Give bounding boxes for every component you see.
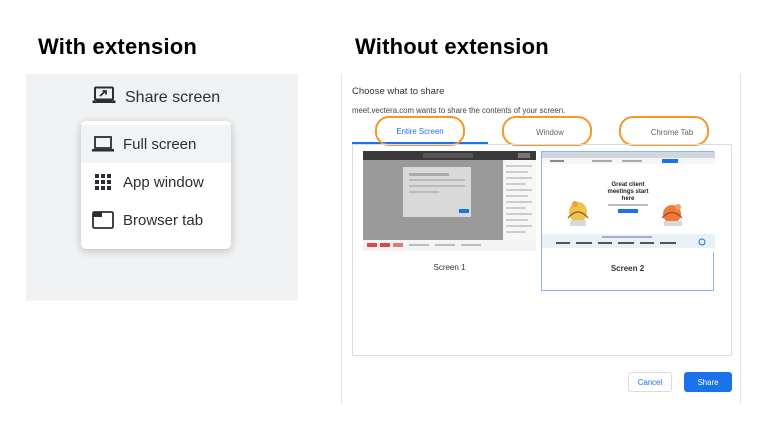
- screen-1-label: Screen 1: [433, 263, 466, 272]
- svg-text:meetings start: meetings start: [607, 189, 648, 195]
- grid-icon: [92, 173, 114, 191]
- tab-entire-screen[interactable]: Entire Screen: [352, 120, 488, 144]
- menu-item-browser-tab[interactable]: Browser tab: [81, 201, 231, 239]
- screen-share-icon: [92, 86, 116, 109]
- svg-text:here: here: [622, 196, 635, 202]
- screen-1-preview: [363, 151, 536, 251]
- with-extension-heading: With extension: [38, 34, 198, 59]
- laptop-icon: [92, 135, 114, 153]
- share-menu: Full screen App window Browser tab: [81, 121, 231, 249]
- screen-2-preview: Great client meetings start here: [542, 152, 715, 252]
- share-screen-label: Share screen: [125, 88, 221, 106]
- screen-2-label: Screen 2: [610, 264, 645, 273]
- dialog-title: Choose what to share: [352, 86, 445, 97]
- tab-window[interactable]: Window: [536, 127, 564, 137]
- screen-list: Screen 1 Great client meetings start her…: [352, 144, 732, 356]
- preview-headline-line: Great client: [611, 182, 644, 188]
- share-button[interactable]: Share: [684, 372, 732, 392]
- browser-tab-icon: [92, 211, 114, 229]
- dialog-subtitle: meet.vectera.com wants to share the cont…: [352, 106, 566, 115]
- share-screen-button[interactable]: Share screen: [92, 86, 220, 109]
- menu-item-label: App window: [123, 173, 204, 191]
- menu-item-app-window[interactable]: App window: [81, 163, 231, 201]
- extension-panel: Share screen Full screen App window: [26, 74, 298, 301]
- share-tabs: Entire Screen Window Chrome Tab: [352, 120, 732, 144]
- screen-1-option[interactable]: Screen 1: [363, 151, 536, 291]
- menu-item-label: Browser tab: [123, 211, 204, 229]
- share-dialog: Choose what to share meet.vectera.com wa…: [341, 74, 741, 404]
- without-extension-heading: Without extension: [355, 34, 549, 59]
- menu-item-label: Full screen: [123, 135, 197, 153]
- tab-chrome-tab[interactable]: Chrome Tab: [650, 127, 694, 137]
- screen-2-option[interactable]: Great client meetings start here: [541, 151, 715, 291]
- menu-item-full-screen[interactable]: Full screen: [81, 125, 231, 163]
- cancel-button[interactable]: Cancel: [628, 372, 672, 392]
